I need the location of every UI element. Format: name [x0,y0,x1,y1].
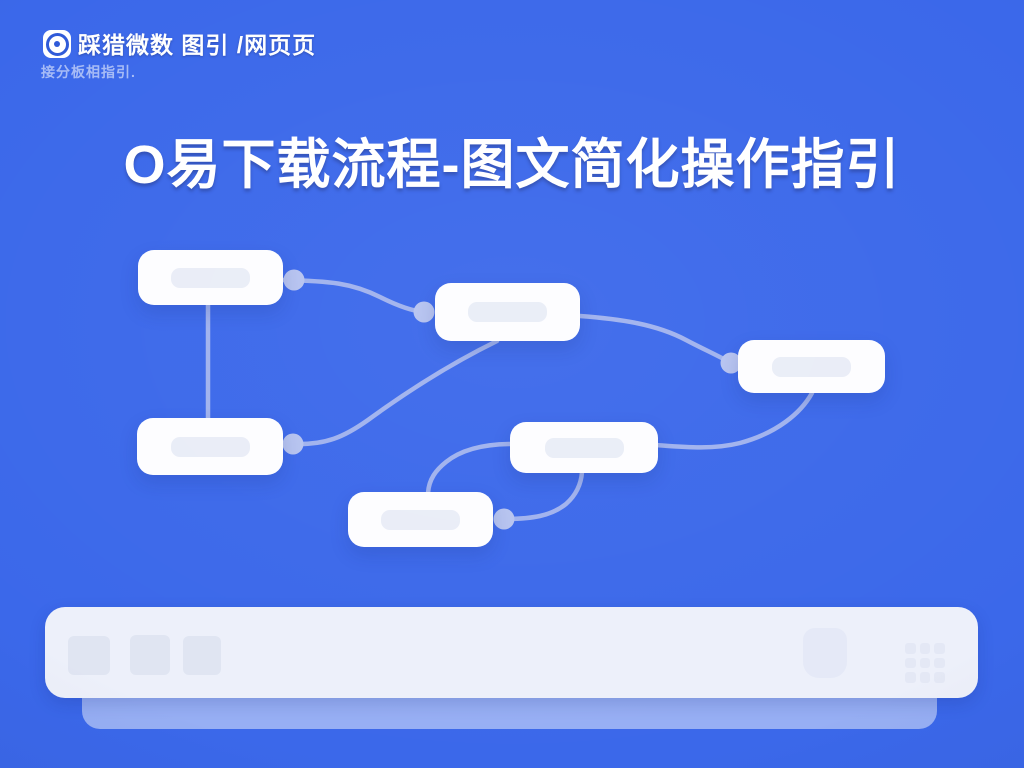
flow-node-step-3 [738,340,885,393]
flow-node-step-2 [435,283,580,341]
toolbar-tile [183,636,221,675]
brand-text: 踩猎微数 图引 /网页页 [78,32,317,58]
connector-step1-step2 [280,277,427,315]
flow-node-step-5 [510,422,658,473]
node-text-placeholder [170,436,250,457]
connector-step3-step5 [653,390,815,450]
flow-node-step-1 [138,250,283,305]
connector-dot [282,433,304,455]
brand-logo [43,30,71,58]
connector-step2-step3 [577,313,734,366]
node-text-placeholder [544,437,624,458]
brand-tagline: 接分板相指引. [41,64,136,80]
node-text-placeholder [171,267,250,288]
node-text-placeholder [772,356,851,377]
node-text-placeholder [381,509,460,530]
page-title: O易下载流程-图文简化操作指引 [123,135,901,195]
connector-dot [413,301,435,323]
connector-step5-step6 [425,441,515,496]
flow-node-step-4 [137,418,283,475]
stamp-icon [803,628,847,678]
connector-dot [283,269,305,291]
node-text-placeholder [468,302,547,322]
connector-step4-step2 [290,338,500,447]
disc-target-icon [45,32,69,56]
flow-node-step-6 [348,492,493,547]
toolbar-tile [130,635,170,675]
dots-grid-icon [905,643,945,683]
connector-step6-step5 [501,469,585,522]
bottom-toolbar [45,607,978,698]
toolbar-tile [68,636,110,675]
connector-dot [493,508,515,530]
